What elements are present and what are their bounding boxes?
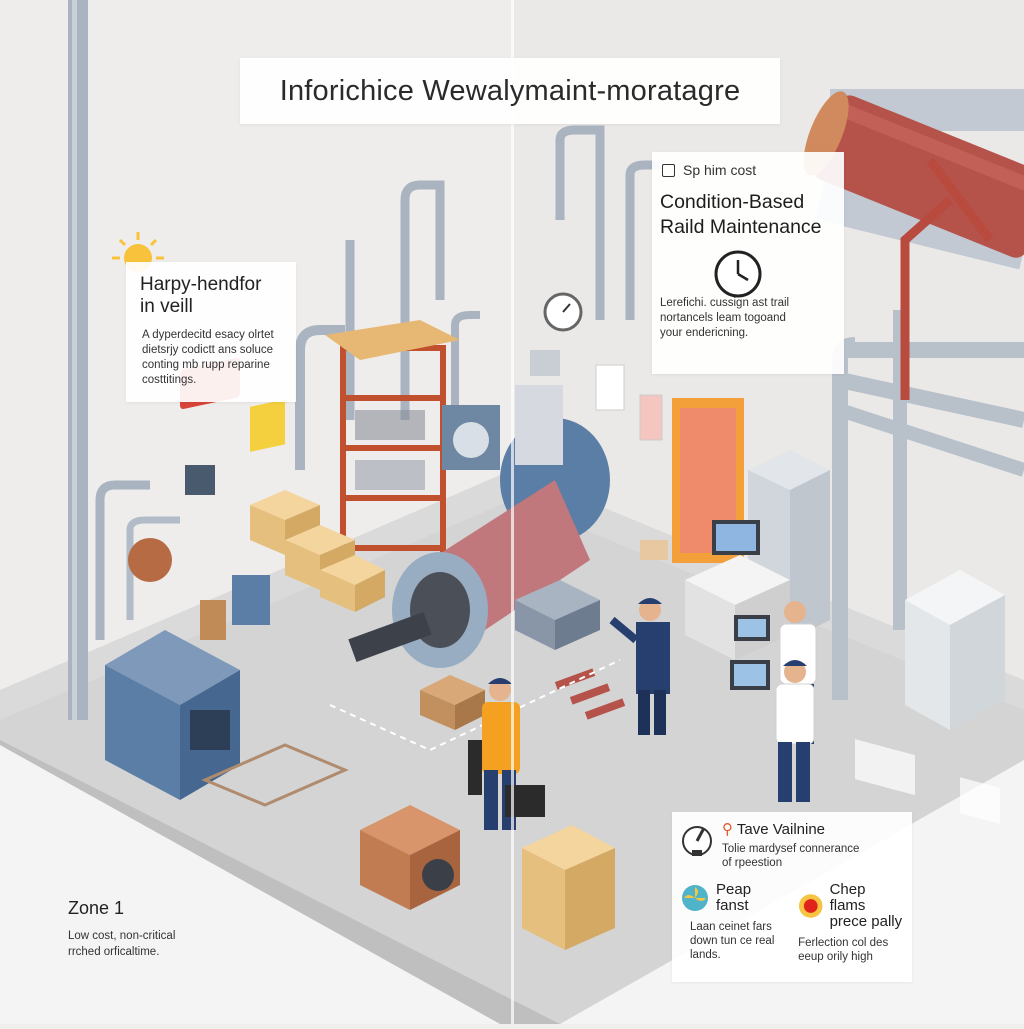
legend-bottom-items: Peap fanst Laan ceinet fars down tun ce …: [680, 882, 904, 964]
right-card-heading-line-2: Raild Maintenance: [660, 216, 822, 238]
left-card-body: A dyperdecitd esacy olrtet dietsrjy codi…: [142, 328, 288, 388]
checkbox-icon: [662, 163, 675, 177]
left-card-heading-line-1: Harpy-hendfor: [140, 274, 262, 295]
left-info-card: Harpy-hendfor in veill A dyperdecitd esa…: [126, 262, 296, 402]
wrench-gauge-icon: [682, 826, 712, 856]
front-cardboard-boxes: [522, 825, 615, 950]
left-card-body-line-1: A dyperdecitd esacy olrtet: [142, 329, 274, 341]
wall-sheet-2: [960, 777, 1000, 824]
legend-top-item: ⚲ Tave Vailnine Tolie mardysef conneranc…: [680, 820, 904, 870]
legend-right-item: Chep flams prece pally Ferlection col de…: [798, 882, 904, 964]
worker-with-tablet: [730, 660, 815, 802]
right-card-body-line-1: Lerefichi. cussign ast trail: [660, 297, 790, 309]
wall-notice-2: [639, 394, 663, 441]
right-card-tag: Sp him cost: [662, 162, 836, 178]
left-card-body-line-4: costtitings.: [142, 374, 197, 386]
shelf-top-box: [325, 320, 460, 360]
right-white-cabinet: [905, 570, 1005, 730]
right-card-heading-line-1: Condition-Based: [660, 191, 805, 213]
legend-right-title-1: Chep flams: [829, 881, 866, 914]
left-wall-pipe-1: [295, 325, 345, 470]
zone-title: Zone 1: [68, 898, 125, 918]
wall-diagram-sheet: [855, 739, 915, 796]
wall-control-panel: [185, 465, 215, 495]
wall-screen: [530, 350, 560, 376]
alert-burst-icon: [799, 894, 823, 918]
control-cabinet: [105, 630, 240, 800]
red-pipe-1: [900, 196, 953, 400]
legend-top-title-text: Tave Vailnine: [736, 821, 826, 838]
left-wall-pipe-4: [451, 311, 480, 450]
left-vertical-pipe: [68, 0, 88, 720]
pipe-highlight: [72, 0, 77, 720]
legend-left-item: Peap fanst Laan ceinet fars down tun ce …: [680, 882, 782, 964]
left-wall-pipe-5: [95, 480, 150, 640]
legend-left-title-2: fanst: [716, 897, 749, 914]
copper-highlight: [834, 100, 1024, 201]
wall-notice: [595, 364, 625, 411]
copper-coil: [128, 538, 172, 582]
small-parts-jars: [640, 540, 668, 560]
legend-right-line-1: Ferlection col des: [798, 937, 889, 949]
legend-top-line-2: of rpeestion: [722, 857, 783, 869]
horizontal-pipe-2: [838, 372, 1024, 428]
pallet-box: [420, 675, 485, 730]
right-card-body-line-2: nortancels leam togoand: [660, 312, 786, 324]
left-card-heading: Harpy-hendfor in veill: [140, 274, 288, 318]
right-card-body-line-3: your endericning.: [660, 327, 749, 339]
gauge-needle: [562, 303, 571, 313]
wire-cart: [201, 743, 349, 807]
right-card-heading: Condition-Based Raild Maintenance: [660, 190, 836, 240]
left-card-heading-line-2: in veill: [140, 296, 193, 317]
gearbox-machine: [515, 580, 600, 650]
barrel-icon: [200, 600, 226, 640]
right-info-card: Sp him cost Condition-Based Raild Mainte…: [652, 152, 844, 374]
fan-icon: [453, 422, 489, 458]
storage-shelf: [325, 320, 460, 560]
clock-icon: [714, 250, 762, 298]
copper-bars: [554, 668, 626, 720]
legend-left-title-1: Peap: [716, 881, 752, 898]
legend-left-line-3: lands.: [690, 949, 721, 961]
red-pipe-2: [926, 157, 994, 243]
dashed-walk-path: [329, 659, 621, 752]
left-wall-pipe-3: [400, 180, 445, 420]
title-banner: Inforichice Wewalymaint-moratagre: [240, 58, 780, 124]
front-ledge-left: [0, 745, 500, 1024]
legend-top-line-1: Tolie mardysef connerance: [722, 843, 860, 855]
cardboard-box-stack: [250, 490, 385, 612]
yellow-caution-sign: [250, 399, 285, 452]
pin-icon: ⚲: [722, 821, 733, 838]
right-wall-pipe-2: [625, 160, 660, 320]
worker-navy-suit: [609, 598, 670, 735]
left-card-body-line-2: dietsrjy codictt ans soluce: [142, 344, 274, 356]
page-title: Inforichice Wewalymaint-moratagre: [279, 74, 741, 107]
zone-divider-line: [511, 0, 514, 1024]
legend-right-line-2: eeup orily high: [798, 951, 873, 963]
front-box-with-fan: [360, 805, 460, 910]
legend-left-line-2: down tun ce real: [690, 935, 775, 947]
right-card-tag-label: Sp him cost: [683, 162, 757, 178]
fan-blade-icon: [682, 885, 708, 911]
zone-description-line-2: rrched orficaltime.: [68, 946, 160, 958]
left-card-body-line-3: conting mb rupp reparine: [142, 359, 270, 371]
copper-pipe-body: [812, 95, 1024, 258]
legend-left-line-1: Laan ceinet fars: [690, 921, 772, 933]
zone-description-line-1: Low cost, non-critical: [68, 930, 176, 942]
right-wall-pipe-1: [555, 125, 605, 320]
left-wall-pipe-6: [126, 516, 180, 620]
zone-description: Low cost, non-critical rrched orficaltim…: [68, 928, 248, 960]
turbine-rotor-assembly: [348, 418, 610, 668]
horizontal-pipe-3: [837, 403, 1024, 477]
legend-top-title: ⚲ Tave Vailnine: [722, 820, 859, 838]
legend-right-title-2: prece pally: [829, 913, 903, 930]
bottom-right-legend: ⚲ Tave Vailnine Tolie mardysef conneranc…: [672, 812, 912, 982]
right-wall-cabinet: [515, 385, 563, 465]
right-card-body: Lerefichi. cussign ast trail nortancels …: [660, 296, 836, 341]
blue-box-unit: [232, 575, 270, 625]
